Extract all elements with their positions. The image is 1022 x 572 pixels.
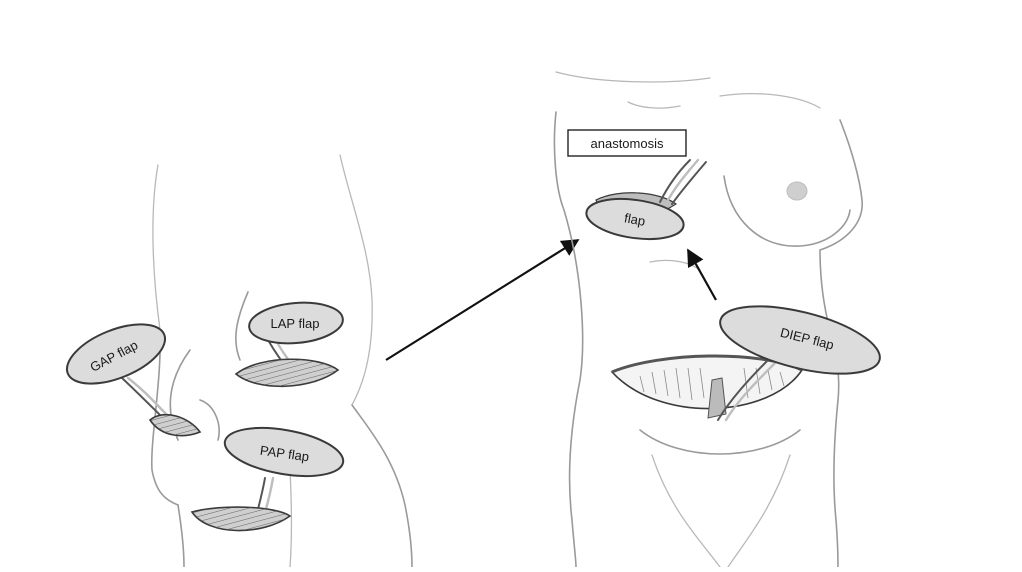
recipient-vessel-b — [671, 161, 707, 205]
thigh-outline-right — [351, 404, 413, 568]
thigh-outline-left — [177, 504, 185, 568]
fascia-incision — [707, 377, 727, 419]
anastomosis-box — [567, 129, 687, 157]
hip-crease — [235, 291, 249, 361]
clavicle-line — [719, 92, 821, 109]
abdominal-donor-defect — [610, 354, 804, 422]
thigh-inner-line — [289, 469, 293, 568]
shoulder-line — [555, 71, 711, 83]
transferred-flap-island — [585, 197, 685, 241]
pubic-curve — [639, 429, 801, 455]
gap-flap-group: GAP flap — [65, 323, 202, 437]
recipient-site-group: flap anastomosis — [567, 129, 707, 241]
recipient-vessel-a — [659, 159, 691, 203]
anastomosis-label: anastomosis — [591, 136, 664, 151]
transfer-arrow-diep — [687, 248, 717, 301]
lap-flap-island — [248, 301, 344, 345]
lap-flap-group: LAP flap — [234, 301, 344, 388]
neck-notch — [627, 101, 681, 109]
nipple — [786, 181, 808, 201]
groin-line-right — [727, 454, 791, 568]
torso-left-outline — [553, 111, 584, 568]
diep-flap-island — [719, 305, 881, 375]
lap-flap-label: LAP flap — [271, 316, 320, 331]
transferred-flap-label: flap — [623, 210, 646, 228]
gap-flap-island — [65, 323, 167, 385]
flank-outline — [339, 154, 373, 406]
diep-pedicle — [717, 355, 773, 421]
pap-flap-island — [223, 426, 345, 478]
breast-outline — [723, 175, 851, 247]
buttock-outline-left — [150, 329, 179, 506]
gluteal-fold — [199, 399, 220, 441]
pap-flap-group: PAP flap — [190, 426, 345, 532]
rib-line — [649, 259, 701, 271]
pap-flap-label: PAP flap — [259, 443, 310, 465]
transfer-arrow-main — [385, 239, 580, 361]
diep-flap-group: DIEP flap — [719, 305, 881, 375]
back-outline — [152, 164, 161, 331]
posterior-body-figure — [150, 154, 413, 568]
groin-line-left — [651, 454, 721, 568]
